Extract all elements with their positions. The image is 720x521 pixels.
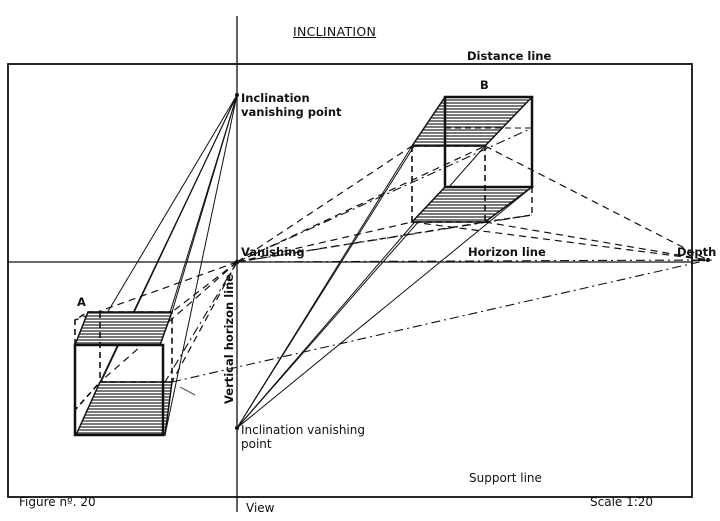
construction-lines-bottom-ivp xyxy=(236,96,533,429)
inclination-vp-bottom-point xyxy=(235,426,239,430)
diagram-title: INCLINATION xyxy=(293,24,377,39)
figure-number-label: Figure nº. 20 xyxy=(19,495,96,509)
cube-a-label: A xyxy=(77,295,86,309)
inclination-vp-top-label: Inclination vanishing point xyxy=(241,91,342,119)
arrow-mark xyxy=(179,386,196,396)
cube-a-front-face xyxy=(73,343,165,437)
dash-dot-lines xyxy=(164,127,709,383)
cube-a-bottom-face xyxy=(74,381,173,436)
vanishing-point xyxy=(234,259,240,265)
inclination-vp-top-point xyxy=(235,93,239,97)
inclination-vp-bottom-label: Inclination vanishing point xyxy=(241,423,365,451)
support-line-label: Support line xyxy=(469,471,542,485)
vanishing-label: Vanishing xyxy=(241,245,305,259)
depth-label: Depth xyxy=(677,245,717,259)
cube-b-label: B xyxy=(480,78,489,92)
view-label: View xyxy=(246,501,275,515)
cube-b-front-face xyxy=(443,95,534,189)
cube-b xyxy=(410,95,535,223)
cube-a-hidden-edges xyxy=(74,311,173,411)
scale-label: Scale 1:20 xyxy=(590,495,654,509)
drawing-frame xyxy=(7,63,693,498)
horizon-line-label: Horizon line xyxy=(468,245,546,259)
cube-b-bottom-face xyxy=(410,186,535,223)
cube-a xyxy=(73,311,196,437)
dashed-lines-depth xyxy=(411,145,709,261)
depth-point xyxy=(706,258,710,262)
distance-line-label: Distance line xyxy=(467,49,552,63)
construction-lines-top-ivp xyxy=(75,94,238,436)
cube-a-top-face xyxy=(73,311,174,346)
cube-b-hidden-edges xyxy=(411,145,486,223)
cube-b-top-face xyxy=(410,96,534,147)
vertical-horizon-line-label: Vertical horizon line xyxy=(222,273,236,404)
